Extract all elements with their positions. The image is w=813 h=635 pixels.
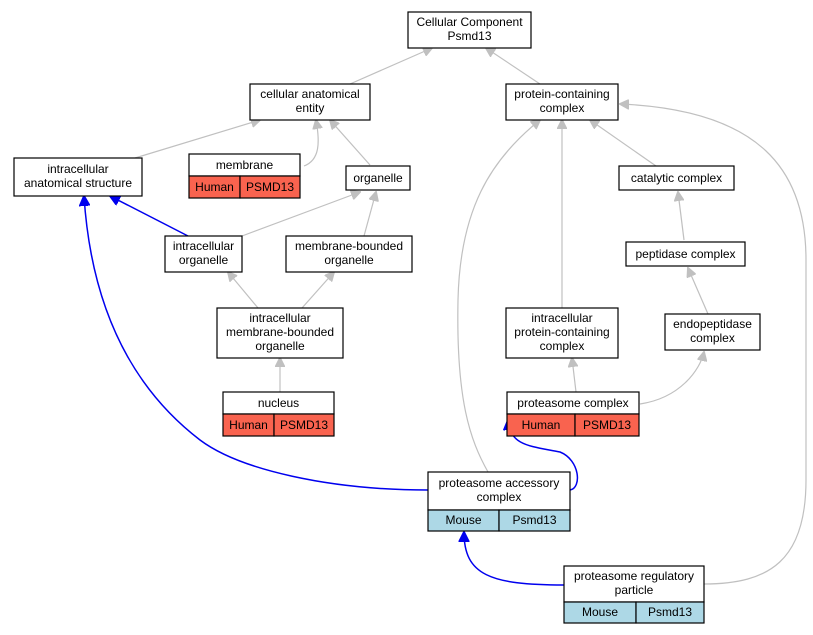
edge-regulatory-particle-part-of-proteasome-accessory: [464, 532, 565, 586]
edge-intracellular-anatomical-structure-to-cellular-anatomical-entity: [134, 120, 260, 159]
edge-proteasome-accessory-to-protein-containing-complex: [457, 120, 540, 473]
edge-endopeptidase-complex-to-peptidase-complex: [688, 268, 709, 315]
node-nucleus[interactable]: nucleus Human PSMD13: [222, 391, 335, 437]
edge-organelle-to-cellular-anatomical-entity: [330, 120, 371, 166]
node-label-line: organelle: [255, 339, 305, 353]
node-label-line: anatomical structure: [24, 176, 132, 190]
node-label-line: complex: [540, 101, 585, 115]
node-label-line: peptidase complex: [635, 247, 735, 261]
node-label-line: Cellular Component: [416, 15, 523, 29]
node-peptidase-complex[interactable]: peptidase complex: [625, 241, 746, 267]
node-intracellular-organelle[interactable]: intracellular organelle: [164, 235, 243, 273]
edge-intracellular-organelle-part-of-intracellular-anatomical-structure: [110, 196, 189, 237]
node-label-line: proteasome accessory: [439, 476, 560, 490]
node-cellular-component[interactable]: Cellular Component Psmd13: [407, 11, 532, 49]
node-label-line: complex: [477, 490, 522, 504]
edge-imbo-to-intracellular-organelle: [228, 272, 259, 309]
edge-membrane-bounded-organelle-to-organelle: [363, 192, 376, 237]
node-label-line: complex: [540, 339, 585, 353]
node-label-line: membrane-bounded: [226, 325, 334, 339]
species-cell: Mouse: [582, 605, 618, 619]
node-protein-containing-complex[interactable]: protein-containing complex: [505, 83, 619, 121]
edge-catalytic-complex-to-protein-containing-complex: [590, 120, 657, 167]
node-proteasome-complex[interactable]: proteasome complex Human PSMD13: [506, 391, 640, 437]
node-proteasome-regulatory-particle[interactable]: proteasome regulatory particle Mouse Psm…: [563, 565, 705, 624]
node-label-line: particle: [615, 583, 654, 597]
nodes: Cellular Component Psmd13 cellular anato…: [13, 11, 761, 624]
edge-peptidase-complex-to-catalytic-complex: [678, 192, 685, 241]
species-cell: Human: [522, 418, 561, 432]
species-cell: Human: [195, 180, 234, 194]
node-intracellular-anatomical-structure[interactable]: intracellular anatomical structure: [13, 157, 143, 197]
node-label-line: endopeptidase: [673, 317, 752, 331]
edge-intracellular-organelle-to-organelle: [241, 192, 360, 237]
node-label-line: protein-containing: [514, 87, 609, 101]
gene-cell: PSMD13: [583, 418, 631, 432]
node-label-line: nucleus: [258, 396, 299, 410]
node-intracellular-protein-containing-complex[interactable]: intracellular protein-containing complex: [505, 307, 619, 359]
node-label-line: catalytic complex: [631, 171, 722, 185]
node-label-line: intracellular: [531, 311, 592, 325]
gene-cell: Psmd13: [648, 605, 692, 619]
node-organelle[interactable]: organelle: [345, 165, 411, 191]
gene-cell: PSMD13: [246, 180, 294, 194]
gene-cell: PSMD13: [280, 418, 328, 432]
edge-membrane-to-cellular-anatomical-entity: [303, 120, 318, 167]
edge-imbo-to-membrane-bounded-organelle: [301, 272, 334, 309]
edge-cellular-anatomical-entity-to-cellular-component: [349, 48, 432, 85]
node-label-line: proteasome complex: [517, 396, 628, 410]
node-label-line: entity: [296, 101, 325, 115]
node-intracellular-membrane-bounded-organelle[interactable]: intracellular membrane-bounded organelle: [216, 307, 344, 359]
node-label-line: intracellular: [249, 311, 310, 325]
node-label-line: organelle: [353, 171, 403, 185]
node-label-line: complex: [690, 331, 735, 345]
node-label-line: intracellular: [173, 239, 234, 253]
node-cellular-anatomical-entity[interactable]: cellular anatomical entity: [249, 83, 371, 121]
node-label-line: organelle: [179, 253, 229, 267]
node-membrane-bounded-organelle[interactable]: membrane-bounded organelle: [285, 235, 413, 273]
node-label-line: organelle: [324, 253, 374, 267]
node-label-line: protein-containing: [514, 325, 609, 339]
gene-cell: Psmd13: [512, 513, 556, 527]
node-membrane[interactable]: membrane Human PSMD13: [188, 153, 301, 199]
edge-protein-containing-complex-to-cellular-component: [486, 48, 541, 85]
node-endopeptidase-complex[interactable]: endopeptidase complex: [664, 313, 761, 351]
edge-regulatory-particle-to-protein-containing-complex: [620, 104, 807, 585]
node-label-line: proteasome regulatory: [574, 569, 694, 583]
species-cell: Mouse: [445, 513, 481, 527]
edge-proteasome-accessory-part-of-intracellular-anatomical-structure: [84, 196, 429, 491]
node-label-line: membrane: [216, 158, 274, 172]
edge-proteasome-complex-to-ipcc: [572, 358, 576, 393]
edge-proteasome-complex-to-endopeptidase-complex: [639, 352, 704, 405]
species-cell: Human: [229, 418, 268, 432]
node-catalytic-complex[interactable]: catalytic complex: [618, 165, 735, 191]
node-label-line: cellular anatomical: [260, 87, 359, 101]
node-proteasome-accessory-complex[interactable]: proteasome accessory complex Mouse Psmd1…: [427, 471, 571, 532]
node-label-line: Psmd13: [447, 29, 491, 43]
node-label-line: intracellular: [47, 162, 108, 176]
node-label-line: membrane-bounded: [295, 239, 403, 253]
edges: [84, 48, 807, 586]
